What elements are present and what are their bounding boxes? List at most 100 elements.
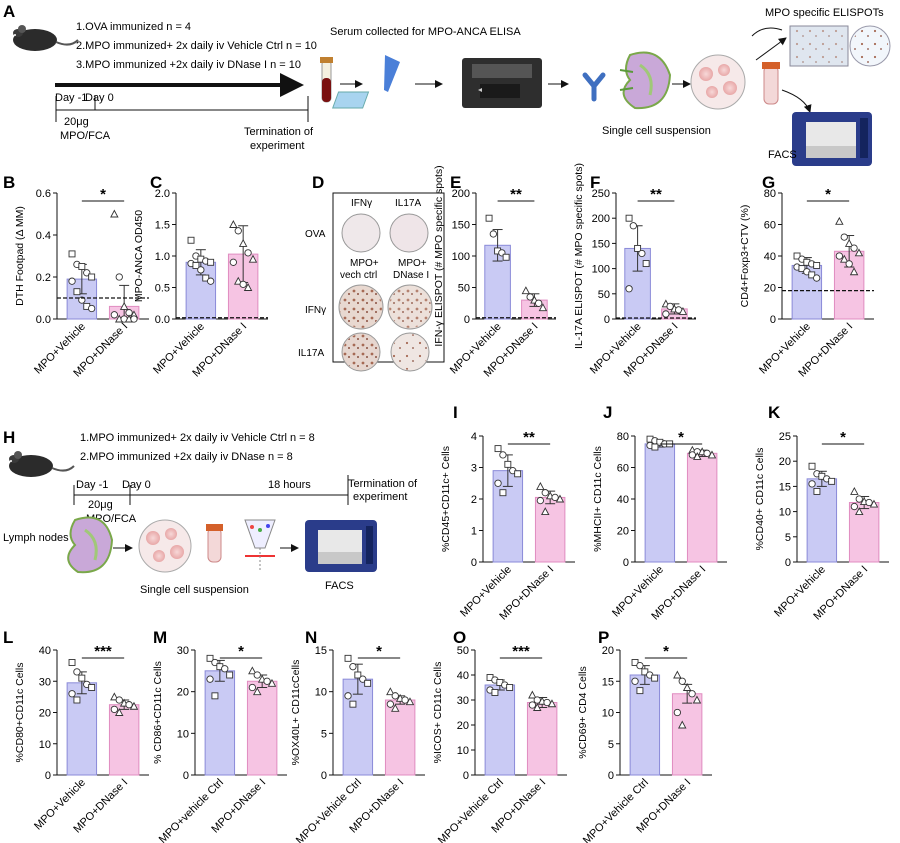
y-tick-label: 30: [39, 676, 51, 688]
data-point: [73, 696, 81, 704]
well-mpo-il17-dnase: [390, 332, 430, 372]
y-axis-label: %MHCII+ CD11c Cells: [592, 446, 604, 552]
y-axis-label: %CD80+CD11c Cells: [14, 663, 26, 763]
data-point: [629, 222, 637, 230]
bar-vehicle: [204, 670, 236, 776]
data-point: [494, 479, 502, 487]
data-point: [526, 293, 534, 301]
data-point: [253, 671, 261, 679]
panel-label-p: P: [598, 628, 609, 647]
y-tick-label: 10: [457, 745, 469, 757]
y-tick-label: 0: [45, 770, 51, 782]
data-point: [78, 263, 86, 270]
data-point: [489, 230, 497, 238]
y-tick-label: 50: [458, 283, 470, 295]
y-tick-label: 0.0: [36, 314, 51, 326]
data-point: [707, 450, 717, 459]
facs-label: FACS: [768, 149, 797, 161]
elispot-mid-label-2b: DNase I: [393, 270, 429, 281]
data-point: [636, 687, 644, 695]
data-point: [263, 677, 271, 685]
data-point: [252, 687, 262, 696]
elispot-row-ifn: IFNγ: [305, 305, 326, 316]
cells-dish-icon: [690, 54, 746, 110]
y-tick-label: 40: [617, 494, 629, 506]
y-tick-label: 1.5: [155, 220, 170, 232]
y-tick-label: 0: [770, 314, 776, 326]
data-point: [673, 708, 681, 717]
y-tick-label: 20: [457, 720, 469, 732]
significance-label: *: [663, 643, 669, 660]
y-tick-label: 20: [39, 708, 51, 720]
data-point: [234, 227, 242, 235]
data-point: [73, 288, 81, 296]
data-point: [239, 280, 247, 288]
data-point: [110, 311, 118, 319]
hours-label: 18 hours: [268, 479, 311, 491]
y-tick-label: 25: [779, 431, 791, 443]
y-axis-label: %CD69+ CD4 Cells: [577, 666, 589, 759]
data-point: [192, 262, 200, 269]
data-point: [555, 494, 565, 503]
y-tick-label: 0: [623, 557, 629, 569]
day-minus1-label-h: Day -1: [76, 479, 108, 491]
data-point: [844, 238, 854, 247]
y-tick-label: 1: [471, 526, 477, 538]
y-tick-label: 20: [602, 645, 614, 657]
bar-dnase: [246, 680, 278, 776]
data-point: [349, 663, 357, 671]
termination-label-h2: experiment: [353, 491, 407, 503]
data-point: [845, 260, 853, 268]
data-point: [114, 708, 124, 716]
significance-label: ***: [94, 643, 112, 660]
bar-dnase: [534, 496, 566, 563]
data-point: [703, 449, 711, 457]
y-tick-label: 0: [183, 770, 189, 782]
y-axis-label: %CD45+CD11c+ Cells: [440, 446, 452, 552]
data-point: [248, 254, 258, 263]
significance-label: *: [238, 643, 244, 660]
bar-dnase: [108, 704, 140, 776]
mouse-icon: [13, 25, 79, 51]
data-point: [238, 238, 248, 247]
data-point: [187, 236, 195, 244]
data-point: [850, 502, 858, 511]
data-point: [634, 244, 642, 252]
data-point: [538, 303, 548, 312]
y-tick-label: 30: [177, 645, 189, 657]
data-point: [344, 692, 352, 700]
data-point: [828, 477, 836, 485]
data-point: [547, 699, 557, 708]
pipette-plate-icon: [332, 55, 400, 109]
group-text-1: 1.OVA immunized n = 4: [76, 21, 191, 33]
y-tick-label: 10: [779, 507, 791, 519]
y-tick-label: 10: [602, 708, 614, 720]
data-point: [651, 674, 659, 682]
data-point: [202, 274, 210, 282]
data-point: [405, 697, 415, 706]
data-point: [678, 306, 688, 315]
y-tick-label: 0: [471, 557, 477, 569]
panel-label-e: E: [450, 173, 461, 192]
y-tick-label: 200: [592, 213, 610, 225]
panel-label-l: L: [3, 628, 13, 647]
data-point: [540, 507, 550, 516]
data-point: [354, 671, 362, 679]
bar-vehicle: [806, 478, 838, 563]
lymph-node-icon: [67, 516, 114, 574]
data-point: [88, 273, 96, 281]
y-tick-label: 0.6: [36, 188, 51, 200]
data-point: [642, 260, 650, 268]
y-tick-label: 5: [321, 728, 327, 740]
lymph-nodes-label: Lymph nodes: [3, 532, 69, 544]
data-point: [641, 668, 649, 676]
y-tick-label: 0: [785, 557, 791, 569]
elispot-col-ifn: IFNγ: [351, 198, 372, 209]
significance-label: **: [510, 186, 522, 203]
group-text-2: 2.MPO immunized+ 2x daily iv Vehicle Ctr…: [76, 40, 317, 52]
termination-label-h1: Termination of: [348, 478, 418, 490]
